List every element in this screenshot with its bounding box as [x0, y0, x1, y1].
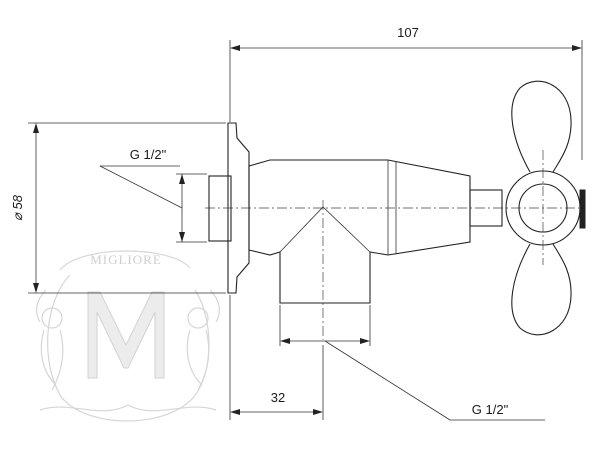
dimension-outlet-offset: 32	[229, 295, 324, 420]
inlet-thread-callout: G 1/2"	[99, 147, 207, 243]
valve-body	[208, 80, 586, 336]
inlet-thread-label: G 1/2"	[130, 147, 167, 162]
migliore-watermark-logo: MIGLIORE	[36, 250, 220, 422]
dimension-overall-length: 107	[229, 25, 583, 160]
dimension-flange-diameter: ⌀ 58	[10, 122, 226, 294]
outlet-offset-label: 32	[271, 390, 285, 405]
outlet-thread-label: G 1/2"	[472, 402, 509, 417]
overall-length-label: 107	[397, 25, 419, 40]
outlet-thread-callout: G 1/2"	[279, 305, 545, 421]
watermark-brand-text: MIGLIORE	[90, 252, 162, 267]
flange-diameter-label: ⌀ 58	[10, 194, 25, 221]
